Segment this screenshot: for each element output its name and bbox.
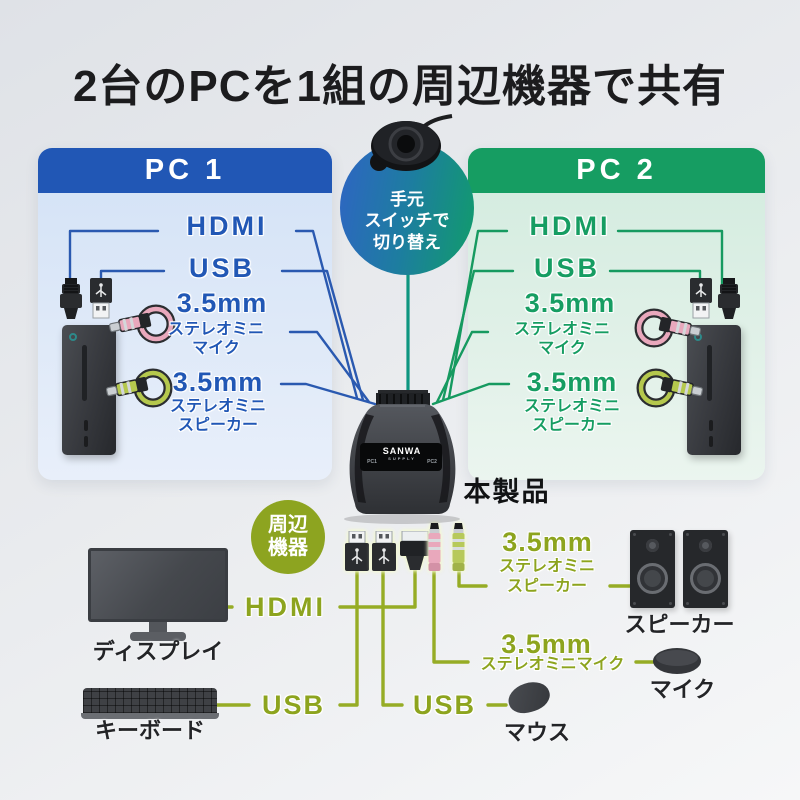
pc1-speaker-device-label: スピーカー: [177, 417, 258, 434]
pc1-mic-type-label: ステレオミニ: [167, 321, 264, 338]
mouse-icon: [504, 677, 554, 718]
pc1-hdmi-label: HDMI: [186, 211, 268, 241]
pc1-mic-size-label: 3.5mm: [176, 288, 268, 318]
drive-slot-icon: [707, 345, 712, 401]
pc2-speaker-device-label: スピーカー: [531, 417, 612, 434]
drive-slot-icon: [82, 345, 87, 401]
mic-cable-icon: [108, 304, 176, 344]
peripheral-speaker-type-label: ステレオミニ: [498, 558, 595, 575]
display-label: ディスプレイ: [92, 639, 224, 664]
pc2-speaker-size-label: 3.5mm: [526, 367, 618, 397]
hdmi-connector-icon: [400, 531, 430, 570]
peripheral-speaker-size-label: 3.5mm: [502, 527, 593, 557]
mouse-label: マウス: [503, 720, 570, 745]
mic-jack-connector-icon: [428, 523, 441, 571]
device-port1-label: PC1: [367, 459, 377, 465]
hdmi-plug-icon: [60, 278, 82, 319]
peripheral-mic-type-label: ステレオミニマイク: [480, 656, 625, 673]
hand-switch-icon: [370, 114, 453, 171]
monitor-icon: [88, 548, 228, 641]
page-title: 2台のPCを1組の周辺機器で共有: [72, 62, 728, 111]
pc2-panel-header: PC 2: [468, 148, 765, 193]
mic-label: マイク: [649, 677, 716, 702]
mic-cable-icon: [634, 308, 702, 348]
speaker-label: スピーカー: [624, 612, 735, 637]
usb-connector-icon: [345, 531, 369, 571]
peripherals-badge: 周辺 機器: [251, 500, 325, 574]
pc2-mic-device-label: マイク: [538, 340, 586, 357]
device-brand: SANWA: [382, 446, 422, 456]
speaker-icon: [683, 530, 728, 608]
kvm-switch-icon: [344, 390, 460, 524]
hand-switch-note-line3: 切り替え: [373, 232, 441, 252]
hdmi-plug-icon: [718, 278, 740, 319]
speaker-cable-icon: [636, 368, 704, 408]
device-brand-sub: SUPPLY: [388, 456, 416, 461]
pc1-mic-device-label: マイク: [192, 340, 240, 357]
pc1-speaker-type-label: ステレオミニ: [169, 398, 266, 415]
pc1-usb-label: USB: [188, 253, 255, 283]
usb-connector-icon: [372, 531, 396, 571]
pc2-mic-size-label: 3.5mm: [524, 288, 616, 318]
product-label: 本製品: [463, 477, 551, 507]
pc2-speaker-type-label: ステレオミニ: [523, 398, 620, 415]
peripheral-hdmi-label: HDMI: [245, 592, 326, 622]
peripheral-speaker-device-label: スピーカー: [506, 578, 587, 595]
pc2-mic-type-label: ステレオミニ: [513, 321, 610, 338]
peripherals-badge-line2: 機器: [268, 537, 308, 559]
device-port2-label: PC2: [427, 459, 437, 465]
pc1-speaker-size-label: 3.5mm: [172, 367, 264, 397]
speaker-icon: [630, 530, 675, 608]
pc2-usb-label: USB: [533, 253, 600, 283]
hand-switch-note-line1: 手元: [390, 190, 424, 210]
microphone-icon: [653, 648, 701, 674]
peripheral-usb-mouse-label: USB: [412, 690, 476, 720]
speaker-jack-connector-icon: [452, 523, 465, 571]
speaker-cable-icon: [105, 368, 173, 408]
keyboard-icon: [81, 688, 219, 719]
peripheral-usb-keyboard-label: USB: [261, 690, 325, 720]
hand-switch-note-line2: スイッチで: [364, 211, 450, 231]
peripherals-badge-line1: 周辺: [268, 514, 308, 536]
keyboard-label: キーボード: [94, 718, 205, 743]
peripheral-mic-size-label: 3.5mm: [501, 629, 592, 659]
pc1-panel-header: PC 1: [38, 148, 332, 193]
pc2-hdmi-label: HDMI: [529, 211, 611, 241]
power-led-icon: [69, 333, 77, 341]
